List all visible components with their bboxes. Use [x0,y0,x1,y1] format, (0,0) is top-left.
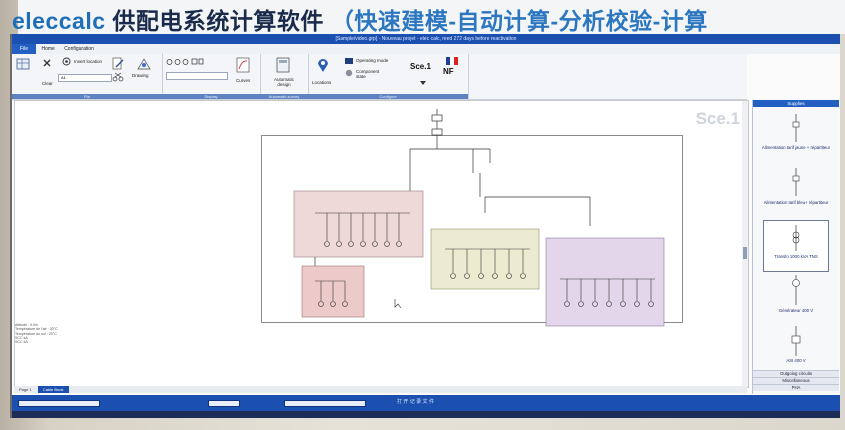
tab-page-1[interactable]: Page 1 [19,387,32,392]
ribbon-group-auto: Automatic design Automatic survey [260,54,309,99]
zoom-icons[interactable] [166,58,204,66]
zoom-combo[interactable] [166,72,228,80]
supply-item-tarif-jaune[interactable]: Alimentation tarif jaune + répartiteur [761,145,831,150]
section-miscellaneous[interactable]: Miscellaneous [753,377,839,384]
supply-item-tarif-bleu[interactable]: Alimentation tarif bleu+ répartiteur [763,200,829,205]
ribbon-group-file: Clear Insert location A1 Drawing File [12,54,163,99]
chevron-down-icon[interactable] [420,81,426,85]
tab-configuration[interactable]: Configuration [64,46,94,52]
drawing-icon[interactable] [136,57,152,71]
window-title: [Sample/video.grp] - Nouveau projet - el… [12,34,840,44]
configure-group-label: Configure [308,94,468,99]
target-icon[interactable] [62,57,71,66]
banner-title-cn: 供配电系统计算软件 [112,8,324,34]
single-line-diagram[interactable] [15,101,748,387]
france-flag-icon[interactable] [446,57,458,65]
property-line: SCC kA [15,335,28,340]
banner-subtitle: （快速建模-自动计算-分析校验-计算 [330,8,708,34]
board-yellow [430,228,540,290]
board-purple [545,237,665,327]
operating-mode-label[interactable]: Operating mode [356,58,389,63]
locations-label[interactable]: Locations [312,80,332,85]
transformer-icon [792,225,800,251]
diagram-frame [261,135,683,323]
calculator-icon[interactable] [276,57,290,73]
supply-item-transfo[interactable]: Transfo 1000 kVA TNS [763,220,829,272]
supply-tarif-bleu-icon[interactable] [791,168,801,196]
project-properties: Altitude : 0.0m Température de l'air : 3… [15,323,58,344]
ribbon-group-configure: Locations Operating mode Component state… [308,54,469,99]
diagram-canvas[interactable]: Sce.1 [14,100,749,388]
promo-banner: eleccalc 供配电系统计算软件 （快速建模-自动计算-分析校验-计算 [12,0,845,34]
application-window: [Sample/video.grp] - Nouveau projet - el… [10,34,840,418]
scissors-icon[interactable] [112,72,124,82]
status-bar: 打 开 记 录 文 件 [12,395,840,411]
mouse-cursor-icon [394,299,402,309]
ribbon: Clear Insert location A1 Drawing File Cu… [12,54,747,100]
supply-tarif-jaune-icon[interactable] [791,114,801,142]
standard-label[interactable]: NF [443,67,454,76]
property-line: Altitude : 0.0m [15,323,38,327]
vertical-scrollbar[interactable] [742,101,748,387]
supply-item-label: Transfo 1000 kVA TNS [774,254,818,259]
main-feeder [314,109,591,266]
board-pink [293,190,424,258]
banner-title: eleccalc 供配电系统计算软件 （快速建模-自动计算-分析校验-计算 [12,2,708,36]
auto-group-label: Automatic survey [260,94,308,99]
page-tabs: Page 1 Cable Book [14,386,747,393]
curves-icon[interactable] [236,57,250,73]
section-outgoing-circuits[interactable]: Outgoing circuits [753,370,839,377]
ribbon-group-display: Curves Display [162,54,261,99]
section-pha[interactable]: PHA [753,384,839,391]
ribbon-tabs: File Home Configuration [12,44,840,54]
status-field[interactable] [208,400,240,407]
property-line: SCC kA [15,340,28,345]
status-field[interactable] [284,400,366,407]
scenario-watermark: Sce.1 [695,109,740,128]
drawing-label[interactable]: Drawing [132,73,149,78]
automatic-design-label[interactable]: Automatic design [273,77,294,87]
ups-icon[interactable] [790,326,802,356]
supplies-header: Supplies [753,100,839,107]
scenario-label[interactable]: Sce.1 [410,62,431,71]
property-line: Température de l'air : 30°C [15,327,58,332]
supplies-panel: Supplies Alimentation tarif jaune + répa… [752,100,839,394]
edit-icon[interactable] [112,57,124,71]
display-group-label: Display [162,94,260,99]
location-combo[interactable]: A1 [58,74,112,82]
component-state-icon[interactable] [344,69,354,77]
status-text: 打 开 记 录 文 件 [397,399,434,405]
grid-icon[interactable] [16,58,30,70]
supply-item-generator[interactable]: Générateur 400 V [778,308,814,313]
property-line: Température du sol : 20°C [15,331,57,336]
file-group-label: File [12,94,162,99]
delete-icon[interactable] [42,58,52,68]
board-circuits [315,212,655,307]
status-field[interactable] [18,400,100,407]
tab-file[interactable]: File [12,44,37,54]
tab-cable-book[interactable]: Cable Book [37,386,69,393]
generator-icon[interactable] [790,275,802,305]
curves-label[interactable]: Curves [236,78,251,83]
supply-item-ups[interactable]: ASI 400 V [786,358,806,363]
tab-home[interactable]: Home [41,46,55,52]
insert-location-label[interactable]: Insert location [74,59,103,64]
banner-brand: eleccalc [12,8,106,34]
board-red [301,265,365,318]
component-state-label[interactable]: Component state [356,69,380,79]
location-pin-icon[interactable] [316,57,330,73]
operating-mode-icon[interactable] [344,57,354,65]
clear-label[interactable]: Clear [42,81,53,86]
scrollbar-thumb[interactable] [743,247,747,259]
taskbar-strip [12,411,840,418]
